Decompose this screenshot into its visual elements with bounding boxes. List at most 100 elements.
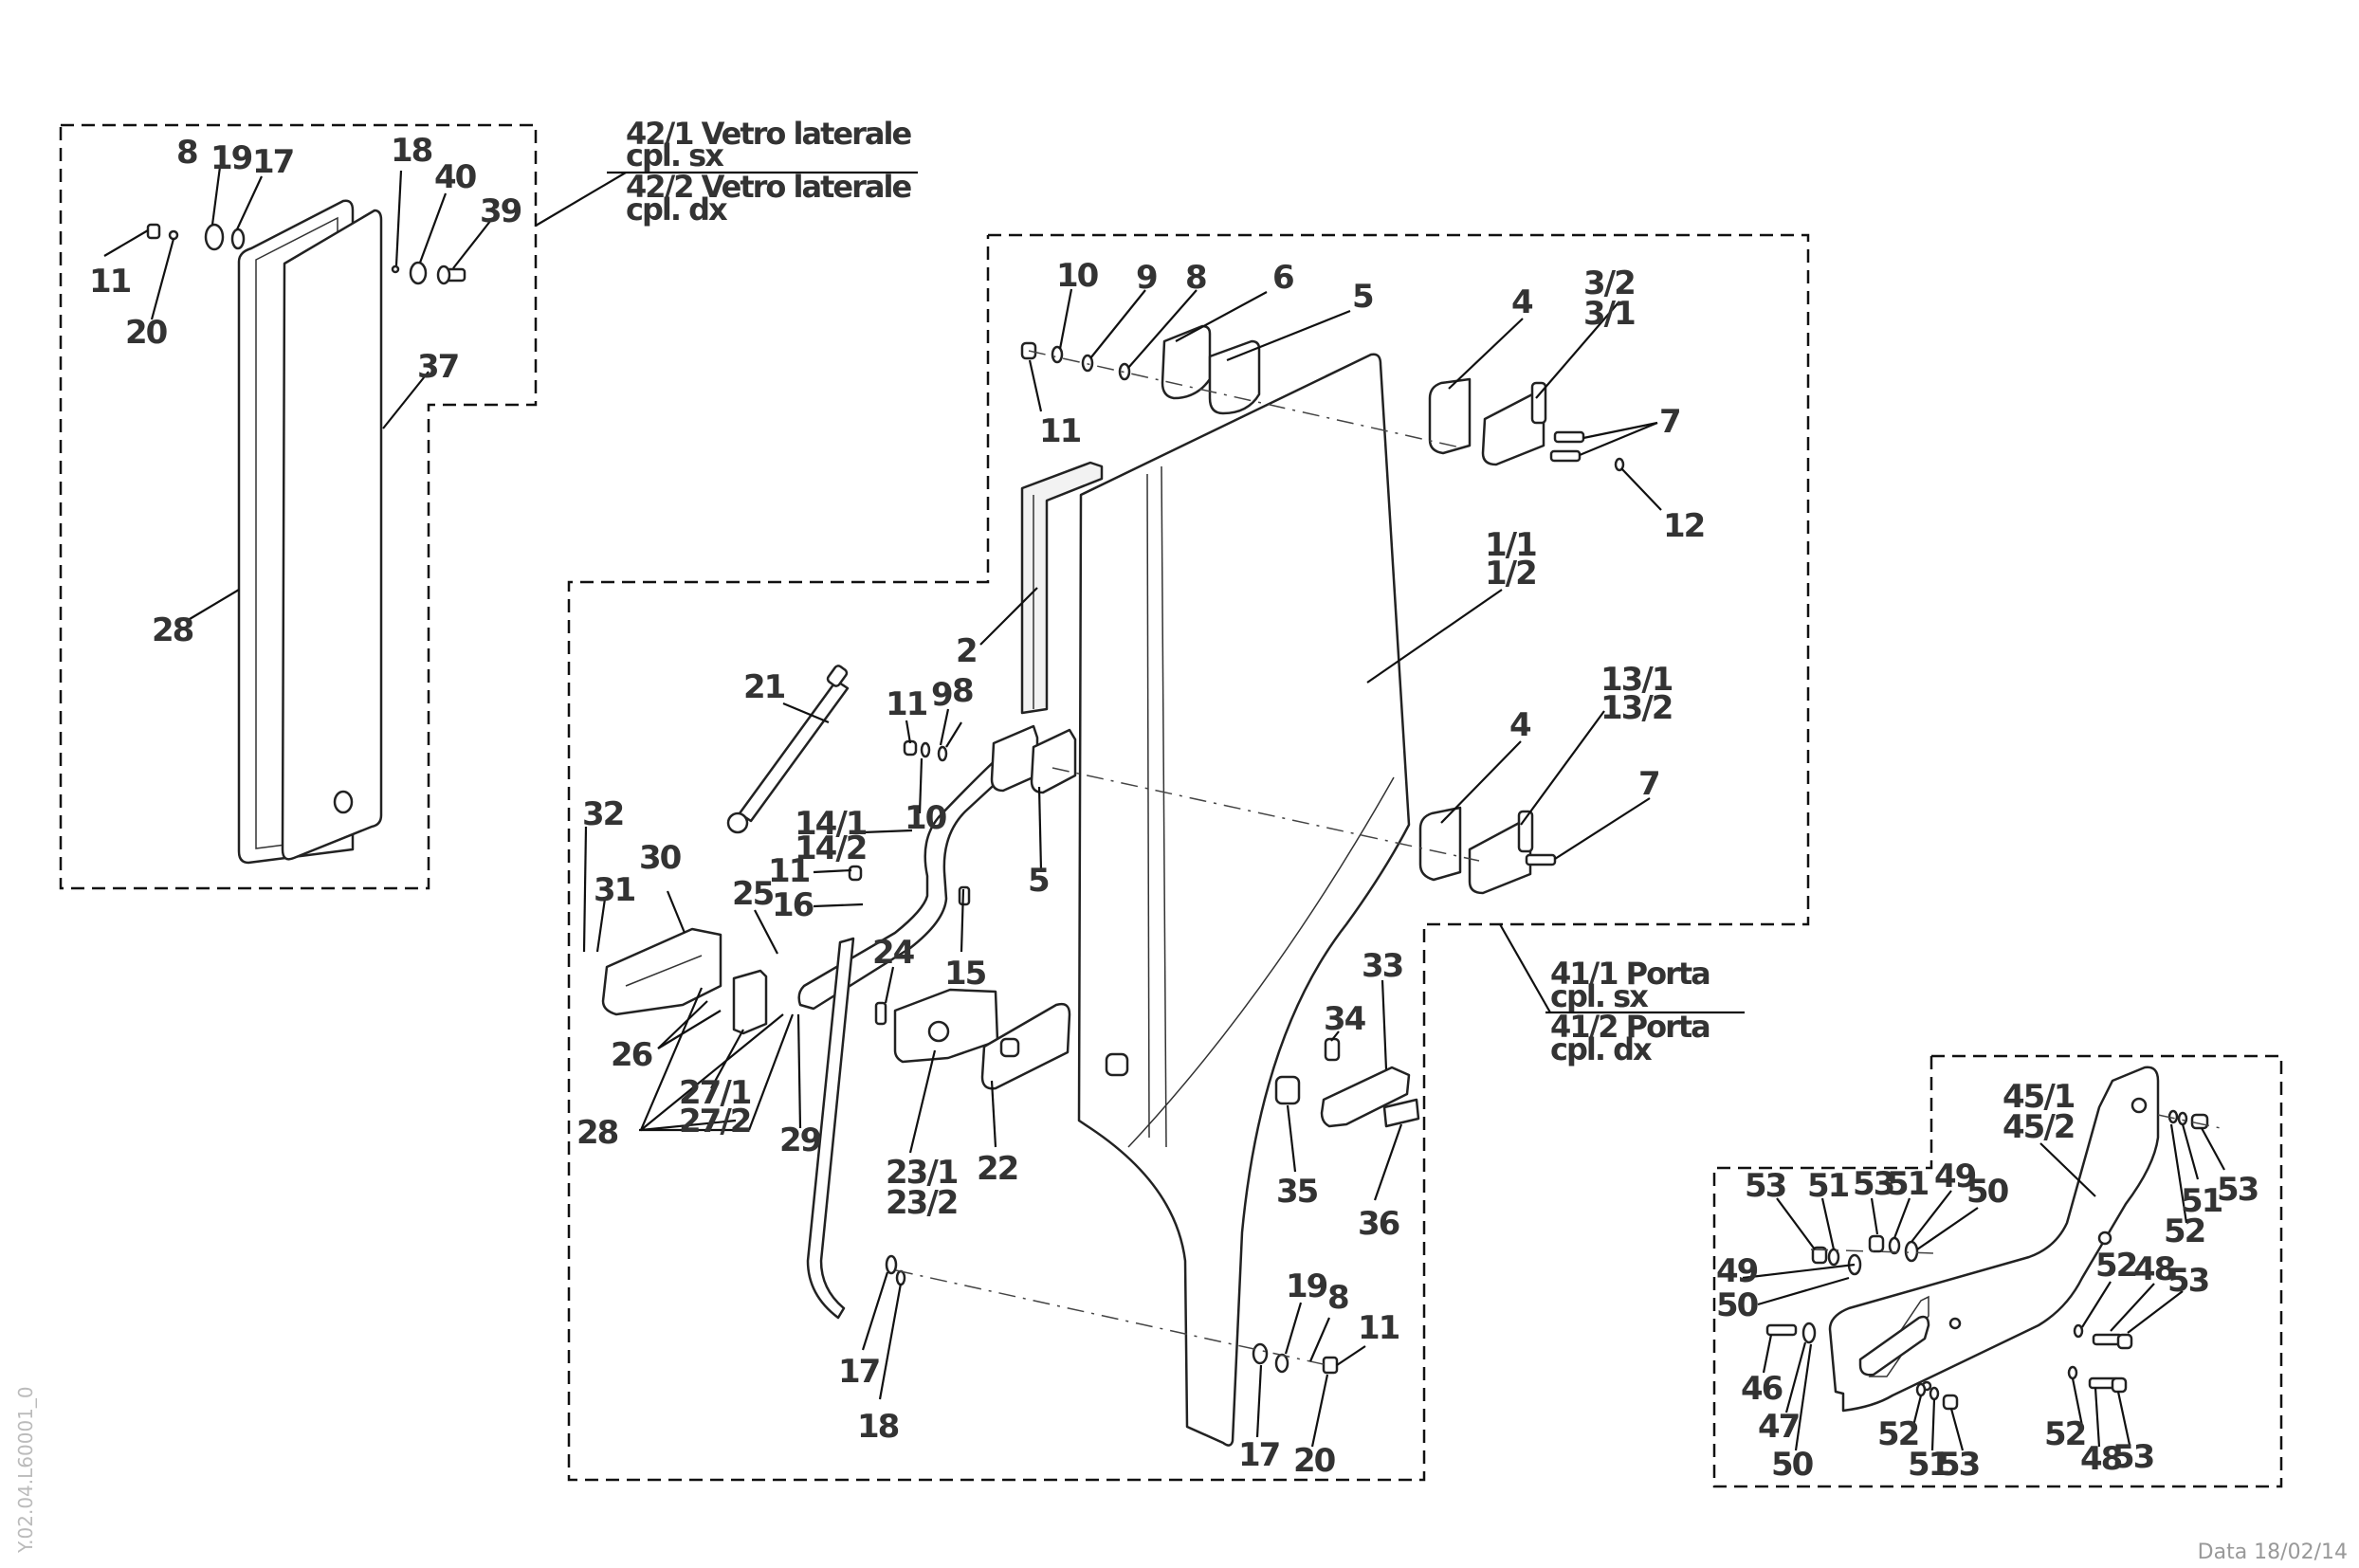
box-vetro-laterale [59,123,538,890]
callout: 28 [152,611,193,649]
callout: 34 [1324,1000,1366,1038]
callout: 8 [1185,259,1206,297]
box-porta [567,233,1810,1482]
callout: 32 [582,795,623,833]
callout: 22 [977,1150,1017,1188]
callout: 2 [956,632,977,670]
callout: 36 [1358,1205,1399,1243]
door-assembly [601,324,1625,1447]
callout: 51 [1887,1165,1929,1203]
callout: 21 [743,668,785,706]
callout: 51 [1807,1167,1849,1205]
callout: 50 [1771,1446,1814,1484]
callout: 35 [1276,1173,1318,1211]
callout-labels: 8 19 17 18 40 39 11 20 37 28 10 9 8 6 5 … [89,132,2259,1484]
callout: 50 [1716,1286,1759,1324]
callout: 18 [391,132,432,170]
callout: 52 [2095,1247,2136,1285]
svg-text:42/1 Vetro laterale: 42/1 Vetro laterale [626,116,911,152]
callout: 10 [905,799,947,837]
callout: 14/1 [795,805,867,843]
leaders-box-1 [103,166,492,620]
callout: 51 [2181,1182,2222,1220]
callout: 39 [480,192,521,230]
callout: 23/2 [886,1184,957,1222]
callout: 10 [1056,257,1099,295]
callout: 17 [838,1353,879,1391]
svg-text:cpl. dx: cpl. dx [626,191,728,228]
callout: 47 [1758,1408,1799,1446]
callout: 52 [2044,1415,2085,1453]
callout: 15 [944,955,986,993]
callout: 9 [931,676,952,714]
callout: 30 [639,839,682,877]
callout: 24 [872,934,915,972]
callout: 13/2 [1600,689,1672,727]
drawing-date: Data 18/02/14 [2198,1541,2348,1564]
svg-text:cpl. dx: cpl. dx [1550,1031,1653,1067]
callout: 40 [434,158,477,196]
callout: 49 [1934,1158,1976,1195]
callout: 20 [1293,1442,1336,1480]
callout: 5 [1352,278,1373,316]
title-porta: 41/1 Porta cpl. sx 41/2 Porta cpl. dx [1499,923,1745,1067]
callout: 53 [1938,1446,1979,1484]
callout: 9 [1136,259,1157,297]
callout: 16 [772,886,814,924]
callout: 19 [210,139,252,177]
callout: 48 [2080,1440,2122,1478]
callout: 19 [1286,1267,1327,1305]
callout: 12 [1663,507,1704,545]
title-vetro-laterale: 42/1 Vetro laterale cpl. sx 42/2 Vetro l… [535,116,918,228]
callout: 17 [252,143,293,181]
callout: 25 [732,875,774,913]
callout: 52 [1877,1415,1918,1453]
side-window-assembly [146,199,466,865]
callout: 50 [1966,1173,2009,1211]
callout: 48 [2133,1250,2175,1288]
svg-text:cpl. sx: cpl. sx [1550,978,1649,1014]
callout: 49 [1716,1252,1758,1290]
callout: 17 [1238,1436,1279,1474]
callout: 53 [1745,1167,1785,1205]
callout: 53 [2167,1262,2208,1300]
callout: 52 [2164,1212,2204,1250]
callout: 7 [1659,403,1680,441]
callout: 14/2 [795,830,866,867]
callout: 33 [1362,947,1402,985]
callout: 4 [1511,283,1533,321]
callout: 46 [1741,1370,1783,1408]
bracket-assembly [1765,1066,2222,1413]
callout: 7 [1638,765,1659,803]
callout: 11 [1358,1309,1399,1347]
callout: 8 [176,134,197,172]
callout: 1/1 [1485,526,1536,564]
svg-text:cpl. sx: cpl. sx [626,137,724,173]
callout: 27/1 [679,1074,751,1112]
callout: 28 [576,1114,618,1152]
callout: 3/2 [1583,264,1635,302]
svg-text:41/1 Porta: 41/1 Porta [1550,956,1710,992]
callout: 8 [1327,1279,1348,1317]
callout: 11 [89,263,131,301]
callout: 20 [125,314,168,352]
callout: 13/1 [1600,661,1673,699]
callout: 4 [1509,706,1531,744]
callout: 53 [2112,1438,2153,1476]
callout: 11 [886,685,927,723]
callout: 37 [417,348,458,386]
leaders-box-2 [582,288,1662,1448]
callout: 11 [1039,412,1081,450]
callout: 6 [1272,259,1293,297]
box-staffa [1712,1054,2283,1488]
callout: 29 [779,1121,821,1159]
callout: 45/1 [2002,1078,2075,1116]
callout: 31 [594,871,635,909]
callout: 27/2 [679,1103,750,1140]
callout: 53 [2217,1171,2258,1209]
callout: 3/1 [1583,295,1635,333]
callout: 26 [611,1036,652,1074]
leaders-box-3 [1742,1123,2225,1451]
callout: 53 [1853,1165,1893,1203]
